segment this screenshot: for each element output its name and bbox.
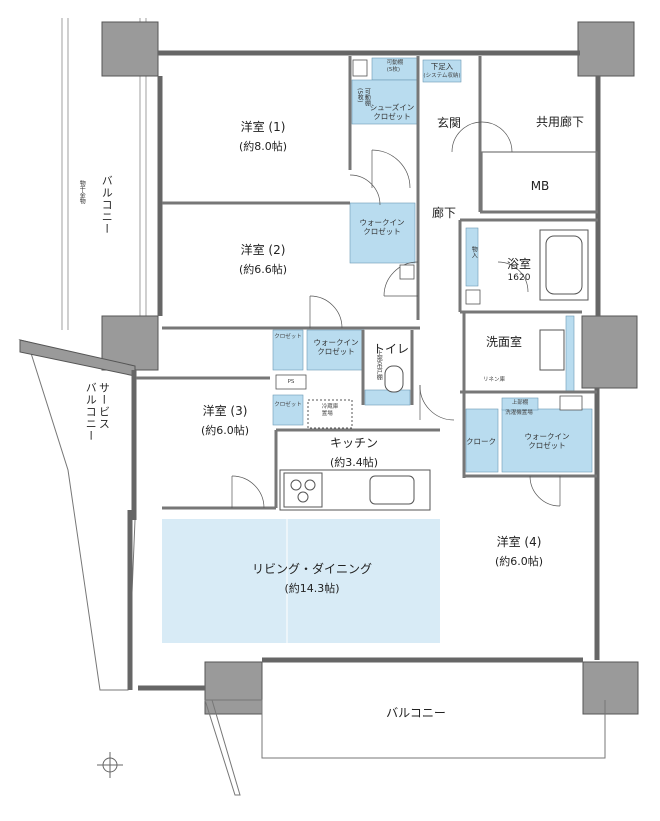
closet-3a-label: クロゼット bbox=[274, 334, 302, 340]
room-bath-size: 1620 bbox=[507, 273, 531, 284]
room-western-2-area: (約6.6帖) bbox=[238, 263, 288, 277]
room-living-area: (約14.3帖) bbox=[284, 582, 340, 596]
room-entrance: 玄関 bbox=[436, 116, 462, 130]
column-ne bbox=[577, 21, 635, 77]
south-balcony-label: バルコニー bbox=[386, 706, 446, 720]
shoe-rack-label: 下足入 bbox=[430, 62, 454, 71]
column-e bbox=[581, 315, 638, 389]
room-western-3-name: 洋室 (3) bbox=[202, 404, 248, 418]
kitchen-counter bbox=[279, 469, 431, 511]
room-kitchen: キッチン (約3.4帖) bbox=[330, 436, 378, 470]
fridge-label: 冷蔵庫 置場 bbox=[321, 404, 339, 417]
movable-shelf-side-label: 可動棚 (5枚) bbox=[356, 88, 371, 106]
room-kitchen-name: キッチン bbox=[329, 436, 379, 450]
room-western-4-name: 洋室 (4) bbox=[496, 535, 542, 549]
movable-shelf-top-label: 可動棚 (5枚) bbox=[386, 60, 404, 73]
room-toilet: トイレ bbox=[372, 342, 410, 356]
room-western-2-name: 洋室 (2) bbox=[240, 243, 286, 257]
service-balcony-label: サービス バルコニー bbox=[84, 382, 111, 442]
room-western-2: 洋室 (2) (約6.6帖) bbox=[239, 243, 287, 277]
washbasin bbox=[539, 329, 565, 371]
living-floor bbox=[162, 519, 440, 643]
walk-in-closet-2-label: ウォークイン クロゼット bbox=[359, 218, 405, 236]
door-swings bbox=[231, 121, 561, 509]
ps-boxes bbox=[275, 59, 583, 411]
room-hallway: 廊下 bbox=[431, 206, 457, 220]
toilet-fixture bbox=[384, 365, 404, 393]
upper-shelf-label: 上部棚 bbox=[511, 400, 529, 406]
service-balcony-outline bbox=[18, 339, 136, 691]
south-balcony-outline bbox=[205, 699, 606, 759]
exterior-walls bbox=[127, 50, 601, 691]
column-sw bbox=[204, 661, 263, 715]
room-common-corridor: 共用廊下 bbox=[535, 115, 585, 129]
cloak-label: クローク bbox=[466, 437, 496, 446]
mb-box bbox=[481, 151, 598, 213]
storage-fills bbox=[272, 57, 593, 473]
room-mb: MB bbox=[530, 179, 550, 193]
ps-label: PS bbox=[287, 379, 295, 385]
closet-3b-label: クロゼット bbox=[274, 402, 302, 408]
room-western-1-name: 洋室 (1) bbox=[240, 120, 286, 134]
linen-label: リネン庫 bbox=[482, 377, 506, 383]
room-western-4: 洋室 (4) (約6.0帖) bbox=[495, 535, 543, 569]
storage-label: 物入 bbox=[470, 246, 478, 258]
room-living: リビング・ダイニング (約14.3帖) bbox=[252, 562, 372, 596]
room-western-3: 洋室 (3) (約6.0帖) bbox=[201, 404, 249, 438]
room-living-name: リビング・ダイニング bbox=[251, 562, 373, 576]
room-western-1-area: (約8.0帖) bbox=[238, 140, 288, 154]
upper-shelf-toilet-label: 上部吊戸棚 bbox=[375, 350, 383, 380]
walk-in-closet-3-label: ウォークイン クロゼット bbox=[313, 338, 359, 356]
west-balcony-label: バルコニー bbox=[100, 175, 114, 235]
column-se bbox=[582, 661, 639, 715]
room-western-1: 洋室 (1) (約8.0帖) bbox=[239, 120, 287, 154]
room-western-4-area: (約6.0帖) bbox=[494, 555, 544, 569]
fridge-area bbox=[307, 399, 353, 429]
system-storage-label: (システム収納) bbox=[423, 73, 461, 79]
room-kitchen-area: (約3.4帖) bbox=[329, 456, 379, 470]
drying-hardware-label: 物干金物 bbox=[78, 180, 86, 204]
walk-in-closet-4-label: ウォークイン クロゼット bbox=[524, 432, 570, 450]
room-bath: 浴室 1620 bbox=[507, 257, 531, 284]
washer-label: 洗濯機置場 bbox=[505, 410, 533, 416]
shoes-in-closet-label: シューズイン クロゼット bbox=[369, 103, 415, 121]
room-bath-name: 浴室 bbox=[506, 257, 532, 271]
column-nw bbox=[101, 21, 159, 77]
room-washroom: 洗面室 bbox=[485, 335, 523, 349]
room-western-3-area: (約6.0帖) bbox=[200, 424, 250, 438]
